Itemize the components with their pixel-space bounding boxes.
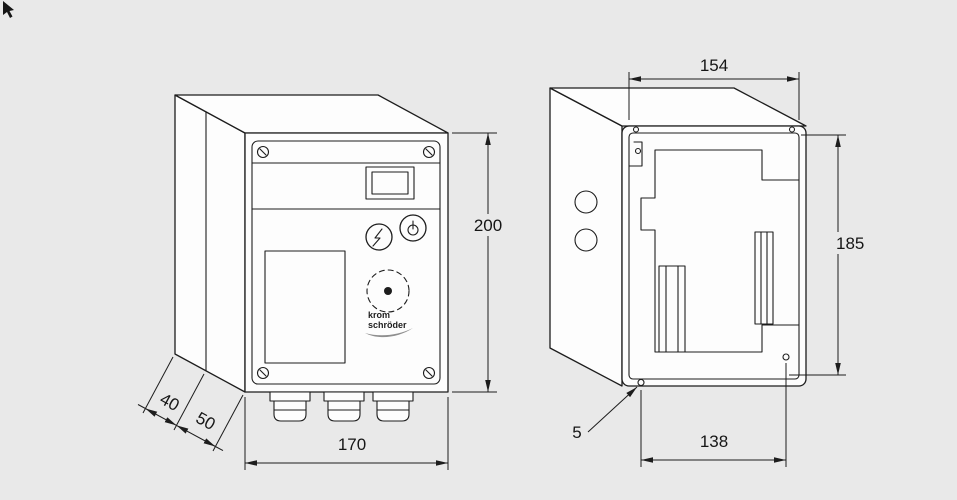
panel-screw xyxy=(256,366,270,380)
dimension-label: 138 xyxy=(700,432,728,451)
interior-panel-contour xyxy=(640,149,800,353)
dimension-label: 5 xyxy=(572,423,581,442)
brand-logo: krom schröder xyxy=(365,310,413,338)
display-bezel xyxy=(365,166,415,200)
mounting-rail-right xyxy=(754,231,774,325)
power-button xyxy=(399,214,427,242)
mounting-rail-left xyxy=(658,265,686,353)
dimension-line-tail xyxy=(215,446,224,452)
dimension-hole-diameter-5: 5 xyxy=(572,386,638,442)
gland-body xyxy=(376,400,410,422)
panel-screw xyxy=(422,145,436,159)
viewing-window-outline xyxy=(366,269,410,313)
cursor-icon xyxy=(3,1,14,18)
gland-body xyxy=(273,400,307,422)
enclosure-side-face xyxy=(174,94,246,393)
label-mask xyxy=(830,232,872,254)
dimension-width-170: 170 xyxy=(244,397,449,470)
viewing-window xyxy=(366,269,410,313)
hinge-bracket xyxy=(628,141,643,167)
extension-line xyxy=(142,356,174,414)
rim-hole xyxy=(632,126,640,133)
gland-flange xyxy=(372,391,414,402)
panel-inner-outline xyxy=(251,140,441,385)
reset-button-ring xyxy=(365,223,393,251)
gland-flange xyxy=(323,391,365,402)
label-mask xyxy=(466,214,510,236)
panel-screw xyxy=(422,366,436,380)
cable-gland xyxy=(269,391,311,422)
dimension-label: 200 xyxy=(474,216,502,235)
extension-line xyxy=(212,394,244,452)
dimension-opening-width-154: 154 xyxy=(628,56,800,120)
dimension-line xyxy=(176,424,216,447)
cable-knockout xyxy=(574,190,598,214)
dimension-line xyxy=(145,408,177,426)
cable-gland xyxy=(323,391,365,422)
screw-slot xyxy=(259,369,267,377)
gland-flange xyxy=(269,391,311,402)
logo-swoosh xyxy=(365,328,413,338)
viewing-window-center xyxy=(384,287,392,295)
housing-opening xyxy=(628,132,800,380)
screw-slot xyxy=(259,148,267,156)
extension-line xyxy=(173,373,205,431)
dimension-height-200: 200 xyxy=(452,132,510,393)
display-screen xyxy=(371,171,409,195)
display-window xyxy=(365,166,415,200)
dimension-hole-spacing-138: 138 xyxy=(640,363,787,467)
brand-logo-line1: krom xyxy=(368,310,390,320)
leader-line xyxy=(587,386,638,433)
screw-slot xyxy=(425,369,433,377)
dimension-line-tail xyxy=(137,404,146,409)
brand-logo-line2: schröder xyxy=(368,320,407,330)
panel-screw xyxy=(256,145,270,159)
screw-slot xyxy=(425,148,433,156)
front-panel: krom schröder xyxy=(251,140,441,385)
mounting-hole xyxy=(782,353,790,361)
rail-outline xyxy=(658,265,686,353)
dimension-opening-height-185: 185 xyxy=(789,134,872,376)
reset-button xyxy=(365,223,393,251)
cable-knockout xyxy=(574,228,598,252)
cable-gland xyxy=(372,391,414,422)
dimension-label: 170 xyxy=(338,435,366,454)
mounting-hole xyxy=(637,378,645,387)
lightning-icon xyxy=(372,228,383,247)
dimension-label: 185 xyxy=(836,234,864,253)
rim-hole xyxy=(788,126,796,133)
program-module-slot xyxy=(264,250,346,364)
bracket-hole xyxy=(634,147,642,155)
front-view: krom schröder xyxy=(174,94,449,422)
dimension-label: 154 xyxy=(700,56,728,75)
rear-view xyxy=(549,87,807,387)
rail-outline xyxy=(754,231,774,325)
gland-body xyxy=(327,400,361,422)
